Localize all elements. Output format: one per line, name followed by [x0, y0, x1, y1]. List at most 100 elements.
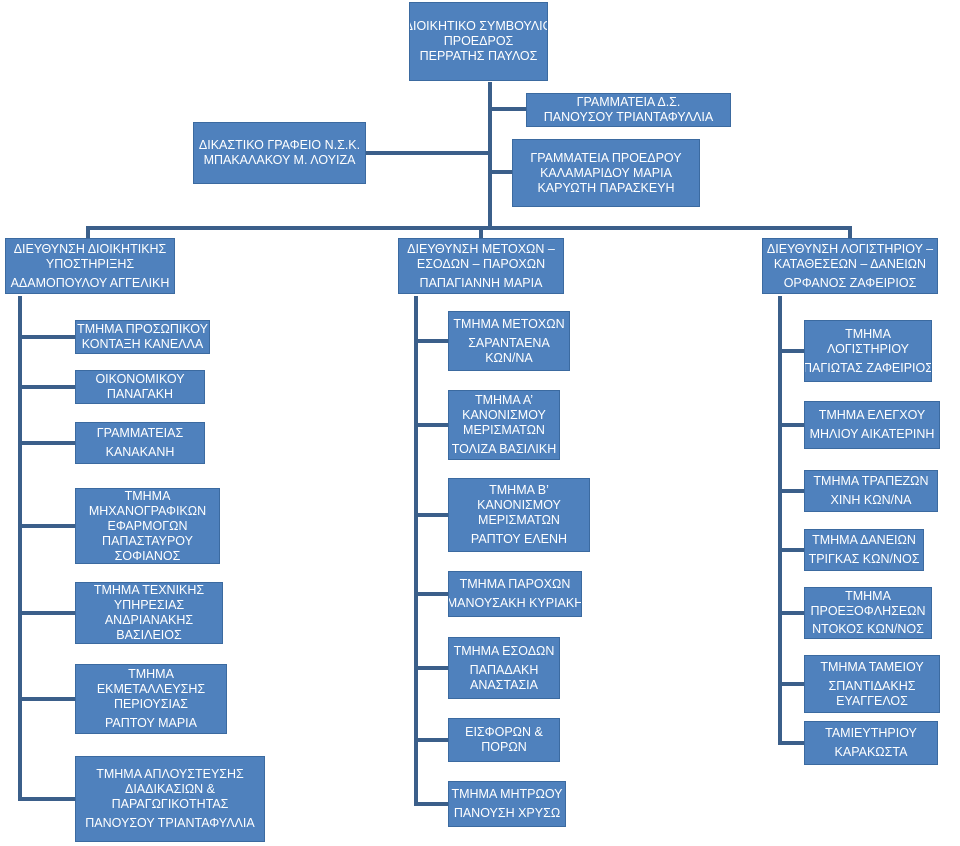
box-text-line: ΤΜΗΜΑ ΕΣΟΔΩΝ [453, 643, 555, 658]
box-text-line: ΠΑΠΑΔΑΚΗ [469, 662, 539, 677]
box-text-line: ΒΑΣΙΛΕΙΟΣ [116, 628, 182, 642]
box-text-line: ΔΙΕΥΘΥΝΣΗ ΛΟΓΙΣΤΗΡΙΟΥ – [766, 241, 934, 256]
box-text-line: ΚΑΝΟΝΙΣΜΟΥ [462, 408, 546, 422]
box-text-line: ΠΑΝΑΓΑΚΗ [106, 387, 174, 401]
department-box: ΤΜΗΜΑ ΜΗΤΡΩΟΥ ΠΑΝΟΥΣΗ ΧΡΥΣΩ [448, 781, 566, 827]
box-text-line: ΠΑΝΟΥΣΟΥ ΤΡΙΑΝΤΑΦΥΛΛΙΑ [543, 110, 714, 124]
box-text-line: ΕΙΣΦΟΡΩΝ & [465, 725, 543, 739]
box-text-line: ΠΡΟΕΔΡΟΣ [443, 34, 514, 48]
box-text-line: ΤΟΛΙΖΑ ΒΑΣΙΛΙΚΗ [451, 442, 557, 456]
box-text-line: ΤΜΗΜΑ ΤΑΜΕΙΟΥ [820, 659, 924, 674]
box-text-line: ΓΡΑΜΜΑΤΕΙΑΣ [96, 426, 184, 440]
box-text-line: ΕΥΑΓΓΕΛΟΣ [836, 693, 908, 708]
box-text-line: ΔΙΕΥΘΥΝΣΗ ΔΙΟΙΚΗΤΙΚΗΣ [13, 241, 167, 256]
box-text-line: ΤΜΗΜΑ [845, 589, 891, 603]
box-text-line: ΠΑΝΟΥΣΗ ΧΡΥΣΩ [453, 806, 561, 820]
box-text-line: ΑΝΑΣΤΑΣΙΑ [469, 677, 538, 692]
box-text-line: ΤΜΗΜΑ Β’ [489, 483, 549, 497]
department-box: ΤΜΗΜΑ ΔΑΝΕΙΩΝ ΤΡΙΓΚΑΣ ΚΩΝ/ΝΟΣ [804, 529, 924, 571]
box-text-line: ΤΜΗΜΑ [124, 488, 171, 503]
box-text-line: ΜΑΝΟΥΣΑΚΗ ΚΥΡΙΑΚΗ [448, 596, 582, 610]
box-text-line: ΚΑΛΑΜΑΡΙΔΟΥ ΜΑΡΙΑ [540, 165, 672, 180]
box-text-line: ΤΜΗΜΑ ΜΗΤΡΩΟΥ [451, 787, 563, 801]
box-text-line: ΠΑΡΑΓΩΓΙΚΟΤΗΤΑΣ [111, 797, 229, 811]
box-text-line: ΜΕΡΙΣΜΑΤΩΝ [478, 513, 560, 527]
box-text-line: ΛΟΓΙΣΤΗΡΙΟΥ [826, 341, 910, 356]
department-box: ΤΜΗΜΑ ΤΡΑΠΕΖΩΝ ΧΙΝΗ ΚΩΝ/ΝΑ [804, 470, 938, 512]
box-text-line: ΜΕΡΙΣΜΑΤΩΝ [463, 423, 545, 437]
board-secretariat-box: ΓΡΑΜΜΑΤΕΙΑ Δ.Σ.ΠΑΝΟΥΣΟΥ ΤΡΙΑΝΤΑΦΥΛΛΙΑ [526, 93, 731, 127]
box-text-line: ΠΑΓΙΩΤΑΣ ΖΑΦΕΙΡΙΟΣ [804, 360, 932, 375]
department-box: ΤΜΗΜΑ ΠΑΡΟΧΩΝ ΜΑΝΟΥΣΑΚΗ ΚΥΡΙΑΚΗ [448, 571, 582, 617]
box-text-line: ΤΜΗΜΑ ΠΑΡΟΧΩΝ [459, 577, 571, 591]
box-text-line: ΜΗΛΙΟΥ ΑΙΚΑΤΕΡΙΝΗ [809, 427, 935, 441]
box-text-line: ΣΠΑΝΤΙΔΑΚΗΣ [828, 678, 916, 693]
box-text-line: ΤΜΗΜΑ ΑΠΛΟΥΣΤΕΥΣΗΣ [96, 767, 244, 781]
box-text-line: ΤΜΗΜΑ Α’ [474, 393, 534, 407]
box-text-line: ΕΣΟΔΩΝ – ΠΑΡΟΧΩΝ [416, 256, 546, 271]
box-text-line: ΣΑΡΑΝΤΑΕΝΑ [468, 335, 550, 350]
box-text-line: ΚΑΤΑΘΕΣΕΩΝ – ΔΑΝΕΙΩΝ [773, 256, 927, 271]
box-text-line: ΓΡΑΜΜΑΤΕΙΑ Δ.Σ. [576, 95, 681, 109]
box-text-line: ΔΙΟΙΚΗΤΙΚΟ ΣΥΜΒΟΥΛΙΟ [409, 19, 548, 33]
box-text-line: ΤΡΙΓΚΑΣ ΚΩΝ/ΝΟΣ [808, 552, 920, 566]
box-text-line: ΚΩΝ/ΝΑ [485, 350, 533, 365]
box-text-line: ΤΜΗΜΑ ΠΡΟΣΩΠΙΚΟΥ [77, 322, 208, 336]
box-text-line: ΚΟΝΤΑΞΗ ΚΑΝΕΛΛΑ [81, 337, 204, 351]
box-text-line: ΚΑΡΥΩΤΗ ΠΑΡΑΣΚΕΥΗ [537, 180, 675, 195]
department-box: ΕΙΣΦΟΡΩΝ &ΠΟΡΩΝ [448, 718, 560, 762]
box-text-line: ΤΜΗΜΑ ΤΕΧΝΙΚΗΣ [93, 583, 205, 597]
box-text-line: ΡΑΠΤΟΥ ΕΛΕΝΗ [470, 532, 568, 546]
directorate-head: ΠΑΠΑΓΙΑΝΝΗ ΜΑΡΙΑ [419, 275, 543, 290]
directorate-box-accounting: ΔΙΕΥΘΥΝΣΗ ΛΟΓΙΣΤΗΡΙΟΥ –ΚΑΤΑΘΕΣΕΩΝ – ΔΑΝΕ… [762, 238, 938, 294]
department-box: ΓΡΑΜΜΑΤΕΙΑΣ ΚΑΝΑΚΑΝΗ [75, 422, 205, 464]
box-text-line: ΜΗΧΑΝΟΓΡΑΦΙΚΩΝ [88, 503, 207, 518]
box-text-line: ΔΙΚΑΣΤΙΚΟ ΓΡΑΦΕΙΟ Ν.Σ.Κ. [198, 138, 361, 152]
box-text-line: ΕΦΑΡΜΟΓΩΝ [107, 518, 188, 533]
box-text-line: ΤΑΜΙΕΥΤΗΡΙΟΥ [825, 726, 917, 740]
box-text-line: ΑΝΔΡΙΑΝΑΚΗΣ [104, 613, 194, 627]
box-text-line: ΤΜΗΜΑ ΔΑΝΕΙΩΝ [812, 533, 916, 547]
box-text-line: ΠΟΡΩΝ [481, 740, 527, 754]
box-text-line: ΧΙΝΗ ΚΩΝ/ΝΑ [830, 493, 912, 507]
box-text-line: ΔΙΑΔΙΚΑΣΙΩΝ & [124, 782, 216, 796]
box-text-line: ΕΚΜΕΤΑΛΛΕΥΣΗΣ [96, 682, 206, 696]
box-text-line: ΚΑΝΑΚΑΝΗ [105, 445, 175, 459]
department-box: ΤΑΜΙΕΥΤΗΡΙΟΥ ΚΑΡΑΚΩΣΤΑ [804, 721, 938, 765]
box-text-line: ΣΟΦΙΑΝΟΣ [114, 548, 181, 563]
department-box: ΤΜΗΜΑ ΕΛΕΓΧΟΥ ΜΗΛΙΟΥ ΑΙΚΑΤΕΡΙΝΗ [804, 401, 940, 449]
box-text-line: ΠΡΟΕΞΟΦΛΗΣΕΩΝ [810, 604, 926, 618]
box-text-line: ΚΑΡΑΚΩΣΤΑ [834, 745, 908, 759]
box-text-line: ΤΜΗΜΑ ΕΛΕΓΧΟΥ [818, 408, 926, 422]
box-text-line: ΟΙΚΟΝΟΜΙΚΟΥ [95, 372, 185, 386]
box-text-line: ΠΑΝΟΥΣΟΥ ΤΡΙΑΝΤΑΦΥΛΛΙΑ [85, 816, 255, 830]
legal-office-box: ΔΙΚΑΣΤΙΚΟ ΓΡΑΦΕΙΟ Ν.Σ.Κ.ΜΠΑΚΑΛΑΚΟΥ Μ. ΛΟ… [193, 122, 366, 184]
box-text-line: ΜΠΑΚΑΛΑΚΟΥ Μ. ΛΟΥΙΖΑ [203, 153, 356, 167]
box-text-line: ΤΜΗΜΑ [128, 667, 174, 681]
box-text-line: ΥΠΟΣΤΗΡΙΞΗΣ [45, 256, 135, 271]
box-text-line: ΥΠΗΡΕΣΙΑΣ [113, 598, 185, 612]
directorate-head: ΟΡΦΑΝΟΣ ΖΑΦΕΙΡΙΟΣ [783, 275, 917, 290]
box-text-line: ΠΑΠΑΣΤΑΥΡΟΥ [102, 533, 193, 548]
box-text-line: ΤΜΗΜΑ ΤΡΑΠΕΖΩΝ [813, 474, 929, 488]
box-text-line: ΠΕΡΙΟΥΣΙΑΣ [113, 697, 189, 711]
directorate-head: ΑΔΑΜΟΠΟΥΛΟΥ ΑΓΓΕΛΙΚΗ [10, 275, 170, 290]
